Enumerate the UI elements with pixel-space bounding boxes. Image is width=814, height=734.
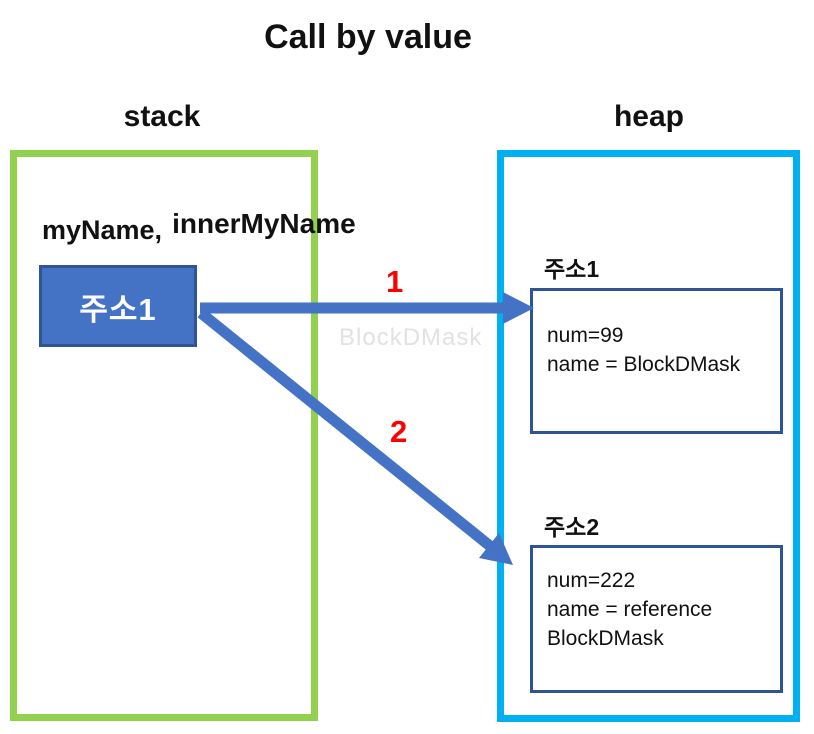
heap-entry-2-line: BlockDMask: [547, 627, 664, 650]
stack-address-box: 주소1: [39, 265, 197, 347]
stack-address-box-label: 주소1: [79, 291, 157, 327]
heap-entry-1-address-label: 주소1: [544, 256, 600, 282]
heap-entry-2-line: num=222: [547, 569, 636, 592]
heap-region-box: [497, 150, 800, 722]
arrow-2-number: 2: [390, 414, 408, 449]
variable-myname-label: myName,: [42, 215, 163, 245]
heap-entry-2-box: num=222 name = reference BlockDMask: [530, 545, 783, 693]
variable-innermyname-label: innerMyName: [172, 208, 356, 239]
diagram-title: Call by value: [264, 18, 472, 56]
heap-entry-1-line: num=99: [547, 324, 624, 347]
heap-section-label: heap: [613, 100, 685, 133]
heap-entry-1-line: name = BlockDMask: [547, 353, 741, 376]
watermark-text: BlockDMask: [339, 324, 483, 351]
stack-section-label: stack: [123, 100, 201, 133]
heap-entry-2-address-label: 주소2: [544, 514, 600, 540]
arrow-1-number: 1: [386, 264, 404, 299]
stack-variable-names: myName, innerMyName: [42, 208, 356, 246]
heap-entry-1-box: num=99 name = BlockDMask: [530, 288, 783, 434]
heap-entry-2-line: name = reference: [547, 598, 713, 621]
